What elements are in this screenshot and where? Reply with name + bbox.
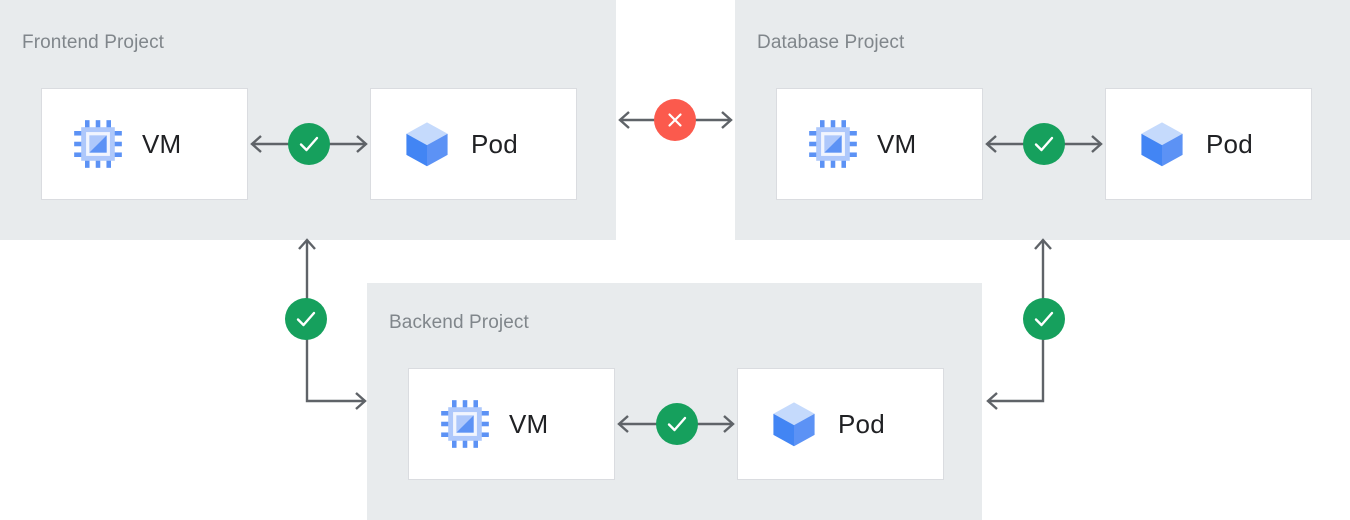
resource-label: Pod [1206, 128, 1253, 159]
status-badge-database-internal[interactable] [1023, 123, 1065, 165]
check-icon [294, 307, 318, 331]
resource-label: Pod [838, 408, 885, 439]
pod-cube-icon [401, 118, 453, 170]
resource-label: VM [877, 128, 917, 159]
check-icon [665, 412, 689, 436]
resource-card-database-pod[interactable]: Pod [1105, 88, 1312, 200]
close-icon [664, 109, 686, 131]
panel-title-frontend: Frontend Project [22, 32, 165, 53]
status-badge-frontend-backend[interactable] [285, 298, 327, 340]
check-icon [297, 132, 321, 156]
vm-chip-icon [72, 118, 124, 170]
status-badge-frontend-database[interactable] [654, 99, 696, 141]
status-badge-frontend-internal[interactable] [288, 123, 330, 165]
resource-card-database-vm[interactable]: VM [776, 88, 983, 200]
vm-chip-icon [807, 118, 859, 170]
pod-cube-icon [1136, 118, 1188, 170]
pod-cube-icon [768, 398, 820, 450]
panel-title-backend: Backend Project [389, 312, 529, 333]
status-badge-database-backend[interactable] [1023, 298, 1065, 340]
resource-card-backend-pod[interactable]: Pod [737, 368, 944, 480]
panel-title-database: Database Project [757, 32, 905, 53]
check-icon [1032, 307, 1056, 331]
resource-label: VM [142, 128, 182, 159]
resource-card-frontend-pod[interactable]: Pod [370, 88, 577, 200]
resource-label: Pod [471, 128, 518, 159]
resource-label: VM [509, 408, 549, 439]
check-icon [1032, 132, 1056, 156]
status-badge-backend-internal[interactable] [656, 403, 698, 445]
vm-chip-icon [439, 398, 491, 450]
resource-card-backend-vm[interactable]: VM [408, 368, 615, 480]
resource-card-frontend-vm[interactable]: VM [41, 88, 248, 200]
